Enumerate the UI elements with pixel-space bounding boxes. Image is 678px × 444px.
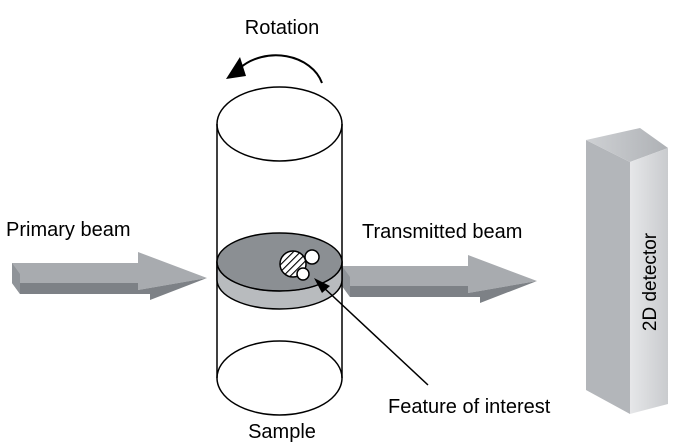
primary-beam-arrow [12,252,207,300]
transmitted-beam-label: Transmitted beam [362,221,522,243]
transmitted-beam-arrow [342,255,537,303]
detector-block [586,128,668,414]
feature-pointer-arrow [314,278,429,386]
sample-label: Sample [248,421,316,443]
feature-label: Feature of interest [388,396,551,418]
rotation-label: Rotation [245,17,320,39]
sample-cylinder [216,86,343,416]
rotation-arrow [226,54,323,84]
feature-circles [279,249,320,281]
detector-label: 2D detector [640,232,661,331]
primary-beam-label: Primary beam [6,219,130,241]
sample-slice [216,232,343,310]
